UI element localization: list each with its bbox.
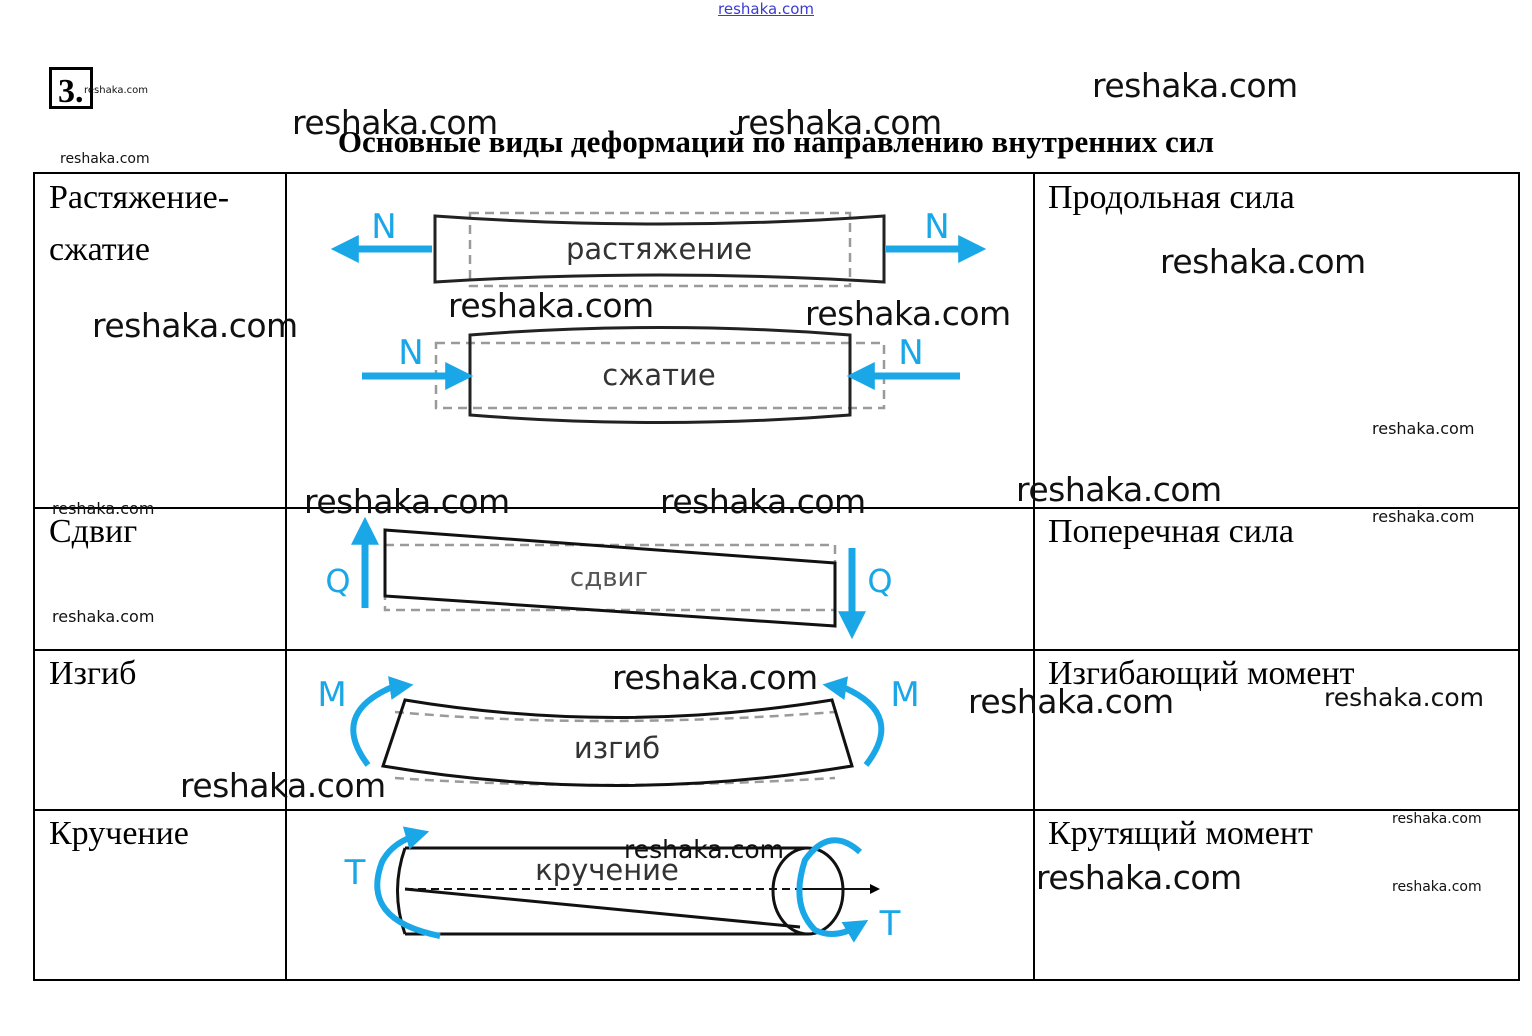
watermark: reshaka.com [612, 658, 818, 697]
watermark: reshaka.com [1324, 683, 1484, 712]
watermark: reshaka.com [1372, 507, 1475, 526]
deformation-label-line-2: сжатие [49, 231, 150, 268]
row-divider-2 [33, 649, 1520, 651]
watermark: reshaka.com [448, 286, 654, 325]
shear-caption: сдвиг [570, 563, 648, 593]
compression-caption: сжатие [602, 358, 715, 392]
shear-force-symbol-right: Q [867, 562, 892, 600]
torsion-force-symbol-left: T [344, 853, 366, 893]
shear-figure: Q Q сдвиг [325, 516, 893, 640]
bending-figure: M M изгиб [317, 675, 920, 787]
table-border-right [1518, 172, 1520, 981]
watermark: reshaka.com [292, 103, 498, 142]
watermark: reshaka.com [92, 306, 298, 345]
torsion-figure: T T кручение [344, 826, 901, 944]
watermark: reshaka.com [1160, 242, 1366, 281]
watermark: reshaka.com [180, 766, 386, 805]
deformation-label-torsion: Кручение [49, 815, 189, 852]
table-border-bottom [33, 979, 1520, 981]
deformation-label-shear: Сдвиг [49, 513, 138, 550]
force-label-bending-moment: Изгибающий момент [1048, 655, 1355, 692]
torsion-right-end [771, 846, 845, 936]
watermark: reshaka.com [805, 294, 1011, 333]
watermark: reshaka.com [660, 482, 866, 521]
table-border-top [33, 172, 1520, 174]
torsion-right-moment-arrow-icon [796, 837, 869, 943]
watermark: reshaka.com [736, 103, 942, 142]
task-number-text: 3. [58, 73, 84, 110]
watermark: reshaka.com [624, 835, 784, 864]
force-label-torque: Крутящий момент [1048, 815, 1313, 852]
bending-original-top [394, 710, 836, 723]
row-divider-3 [33, 809, 1520, 811]
watermark-link[interactable]: reshaka.com [718, 0, 814, 18]
bending-original-bottom [394, 776, 836, 787]
watermark: reshaka.com [1016, 470, 1222, 509]
bending-caption: изгиб [574, 731, 660, 765]
torsion-caption: кручение [535, 853, 679, 887]
compression-force-symbol-left: N [398, 333, 423, 373]
torsion-helix-line [404, 887, 801, 929]
deformation-label-bending: Изгиб [49, 655, 137, 692]
watermark: reshaka.com [1392, 811, 1482, 827]
compression-force-symbol-right: N [898, 333, 923, 373]
watermark: reshaka.com [1372, 419, 1475, 438]
watermark: reshaka.com [1036, 858, 1242, 897]
row-divider-1 [33, 507, 1520, 509]
watermark: reshaka.com [60, 151, 150, 167]
table-border-left [33, 172, 35, 981]
watermark: reshaka.com [1392, 879, 1482, 895]
compression-deformed-body [468, 326, 852, 424]
torsion-force-symbol-right: T [879, 904, 901, 944]
force-label-shear: Поперечная сила [1048, 513, 1294, 550]
watermark: reshaka.com [52, 607, 155, 626]
watermark: reshaka.com [968, 682, 1174, 721]
bending-deformed-body [381, 698, 854, 787]
tension-caption: растяжение [566, 232, 752, 266]
bending-right-moment-arrow-icon [822, 676, 885, 767]
deformation-label-line-1: Растяжение- [49, 179, 230, 216]
compression-figure: N N сжатие [362, 326, 960, 424]
shear-deformed-body [383, 528, 837, 628]
watermark: reshaka.com [304, 482, 510, 521]
bending-force-symbol-right: M [890, 675, 919, 715]
tension-deformed-body [433, 214, 886, 284]
deformation-label-tension: Растяжение- сжатие [49, 172, 229, 276]
page-title: Основные виды деформаций по направлению … [337, 124, 1215, 159]
tension-figure: N N растяжение [330, 207, 987, 288]
tension-force-symbol-right: N [924, 207, 949, 247]
bending-left-moment-arrow-icon [350, 676, 414, 767]
task-number: 3. [49, 67, 93, 110]
column-divider-1 [285, 172, 287, 981]
bending-force-symbol-left: M [317, 675, 346, 715]
force-label-axial: Продольная сила [1048, 179, 1295, 216]
torsion-left-moment-arrow-icon [374, 826, 441, 939]
tension-force-symbol-left: N [371, 207, 396, 247]
watermark: reshaka.com [1092, 66, 1298, 105]
column-divider-2 [1033, 172, 1035, 981]
watermark: reshaka.com [84, 85, 148, 96]
watermark: reshaka.com [52, 499, 155, 518]
shear-force-symbol-left: Q [325, 562, 350, 600]
